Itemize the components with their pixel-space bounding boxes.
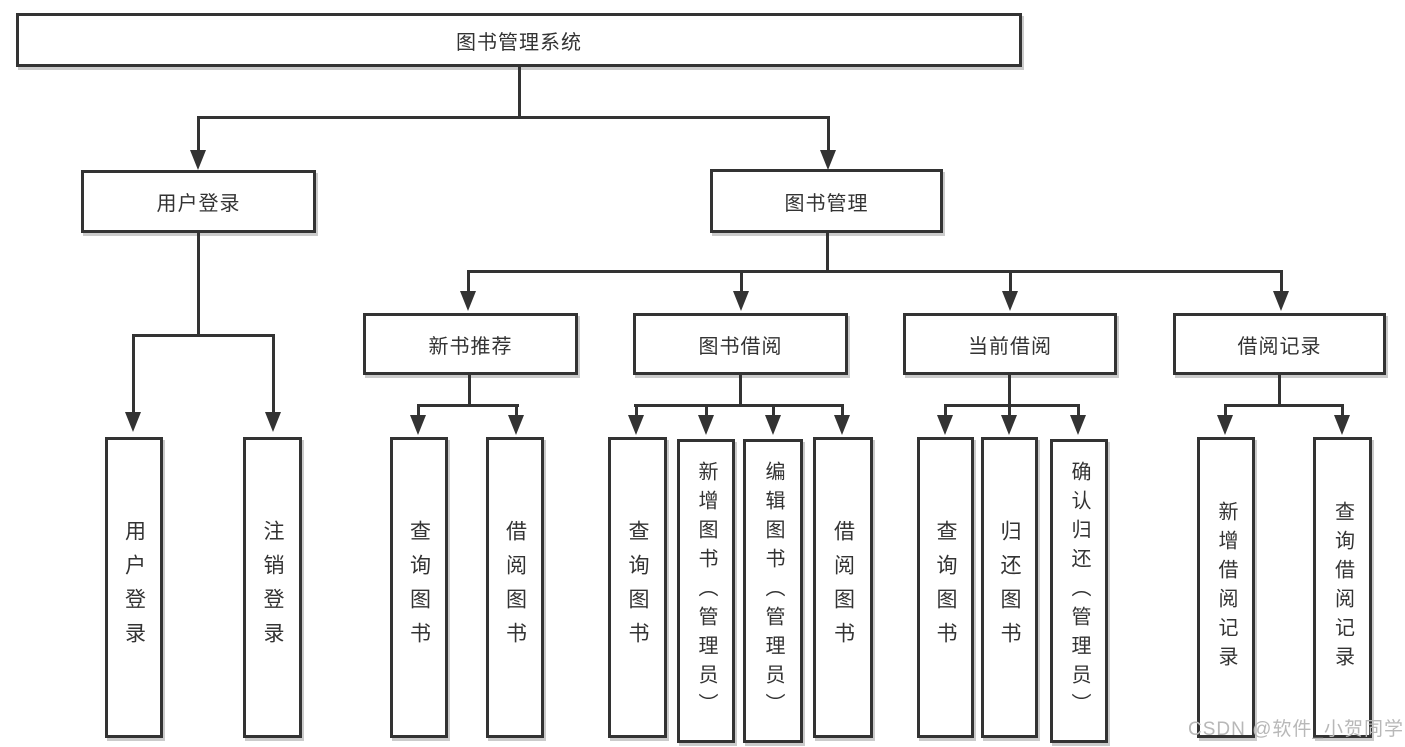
arrowhead xyxy=(937,415,953,435)
connector-line xyxy=(132,334,135,414)
connector-line xyxy=(272,334,275,414)
arrowhead xyxy=(1217,415,1233,435)
leaf-add-borrow-record: 新增借阅记录 xyxy=(1197,437,1255,738)
leaf-query-books: 查询图书 xyxy=(390,437,448,738)
arrowhead xyxy=(1334,415,1350,435)
leaf-borrow-books: 借阅图书 xyxy=(486,437,544,738)
connector-line xyxy=(518,66,521,118)
watermark: CSDN @软件_小贺同学 xyxy=(1188,719,1404,740)
leaf-label: 归还图书 xyxy=(998,519,1021,656)
connector-line xyxy=(467,270,1283,273)
node-book-borrowing: 图书借阅 xyxy=(633,313,848,375)
leaf-return-books: 归还图书 xyxy=(981,437,1038,738)
arrowhead xyxy=(834,415,850,435)
arrowhead xyxy=(265,412,281,432)
node-borrowing-records: 借阅记录 xyxy=(1173,313,1386,375)
arrowhead xyxy=(765,415,781,435)
node-label: 借阅记录 xyxy=(1237,335,1322,358)
node-label: 图书管理系统 xyxy=(456,31,582,54)
connector-line xyxy=(1008,404,1011,418)
connector-line xyxy=(944,404,1080,407)
leaf-add-books-admin: 新增图书（管理员） xyxy=(677,439,735,743)
node-user-login: 用户登录 xyxy=(81,170,316,233)
connector-line xyxy=(944,404,947,418)
arrowhead xyxy=(125,412,141,432)
node-new-book-recommendation: 新书推荐 xyxy=(363,313,578,375)
arrowhead xyxy=(1070,415,1086,435)
connector-line xyxy=(1341,404,1344,418)
leaf-label: 用户登录 xyxy=(122,519,146,656)
connector-line xyxy=(1280,270,1283,294)
arrowhead xyxy=(698,415,714,435)
connector-line xyxy=(739,374,742,407)
leaf-logout: 注销登录 xyxy=(243,437,302,738)
node-book-management: 图书管理 xyxy=(710,169,943,233)
connector-line xyxy=(468,374,471,407)
node-library-management-system: 图书管理系统 xyxy=(16,13,1022,67)
connector-line xyxy=(705,404,708,418)
arrowhead xyxy=(460,291,476,311)
node-label: 当前借阅 xyxy=(968,335,1052,358)
node-label: 用户登录 xyxy=(156,193,241,215)
node-label: 新书推荐 xyxy=(428,335,513,358)
arrowhead xyxy=(733,291,749,311)
connector-line xyxy=(1278,374,1281,407)
leaf-label: 新增图书（管理员） xyxy=(695,460,717,722)
leaf-label: 确认归还（管理员） xyxy=(1068,460,1090,722)
connector-line xyxy=(740,270,743,294)
connector-line xyxy=(635,404,638,418)
connector-line xyxy=(1009,270,1012,294)
leaf-confirm-return-admin: 确认归还（管理员） xyxy=(1050,439,1108,743)
connector-line xyxy=(1008,374,1011,407)
leaf-user-login: 用户登录 xyxy=(105,437,163,738)
leaf-label: 查询图书 xyxy=(934,519,957,656)
arrowhead xyxy=(820,150,836,170)
leaf-query-borrow-record: 查询借阅记录 xyxy=(1313,437,1372,738)
arrowhead xyxy=(410,415,426,435)
connector-line xyxy=(827,116,830,152)
leaf-query-books: 查询图书 xyxy=(917,437,974,738)
leaf-label: 新增借阅记录 xyxy=(1215,500,1237,675)
leaf-edit-books-admin: 编辑图书（管理员） xyxy=(743,439,803,743)
connector-line xyxy=(826,233,829,273)
connector-line xyxy=(467,270,470,294)
connector-line xyxy=(515,404,518,418)
connector-line xyxy=(841,404,844,418)
leaf-query-books: 查询图书 xyxy=(608,437,667,738)
connector-line xyxy=(197,232,200,336)
connector-line xyxy=(197,116,829,119)
connector-line xyxy=(1077,404,1080,418)
leaf-label: 查询图书 xyxy=(626,519,649,656)
connector-line xyxy=(417,404,519,407)
node-label: 图书管理 xyxy=(784,192,869,215)
connector-line xyxy=(1224,404,1227,418)
arrowhead xyxy=(1273,291,1289,311)
connector-line xyxy=(1224,404,1344,407)
leaf-label: 借阅图书 xyxy=(831,519,855,656)
leaf-label: 注销登录 xyxy=(261,519,284,656)
leaf-label: 查询图书 xyxy=(407,519,431,656)
connector-line xyxy=(772,404,775,418)
connector-line xyxy=(132,334,275,337)
node-label: 图书借阅 xyxy=(698,335,783,358)
connector-line xyxy=(197,116,200,152)
connector-line xyxy=(634,404,844,407)
connector-line xyxy=(417,404,420,418)
arrowhead xyxy=(628,415,644,435)
leaf-label: 查询借阅记录 xyxy=(1331,500,1354,675)
arrowhead xyxy=(1002,291,1018,311)
node-current-borrowing: 当前借阅 xyxy=(903,313,1117,375)
arrowhead xyxy=(508,415,524,435)
leaf-borrow-books: 借阅图书 xyxy=(813,437,873,738)
arrowhead xyxy=(190,150,206,170)
arrowhead xyxy=(1001,415,1017,435)
leaf-label: 编辑图书（管理员） xyxy=(762,460,784,722)
leaf-label: 借阅图书 xyxy=(503,519,527,656)
